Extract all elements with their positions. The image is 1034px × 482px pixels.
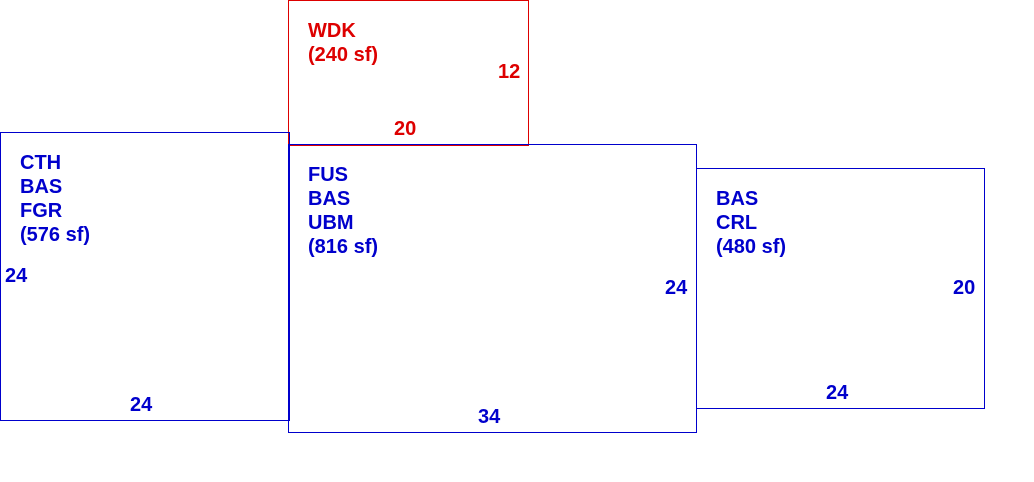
fus-label-area: (816 sf)	[308, 236, 379, 258]
fus-label: FUS BAS UBM (816 sf)	[308, 163, 378, 259]
cth-label-line-1: CTH	[20, 152, 62, 174]
wdk-area	[288, 0, 529, 146]
wdk-height-dim: 12	[498, 61, 521, 83]
fus-height-dim: 24	[665, 277, 688, 299]
wdk-label-area: (240 sf)	[308, 44, 379, 66]
fus-label-line-3: UBM	[308, 212, 354, 234]
crl-label-line-2: CRL	[716, 212, 758, 234]
wdk-label: WDK (240 sf)	[308, 19, 378, 67]
cth-height-dim: 24	[5, 265, 28, 287]
crl-label-area: (480 sf)	[716, 236, 787, 258]
crl-width-dim: 24	[826, 382, 849, 404]
cth-width-dim: 24	[130, 394, 153, 416]
fus-label-line-2: BAS	[308, 188, 351, 210]
crl-label: BAS CRL (480 sf)	[716, 187, 786, 259]
cth-area	[0, 132, 290, 421]
wdk-width-dim: 20	[394, 118, 417, 140]
fus-label-line-1: FUS	[308, 164, 348, 186]
cth-label-line-3: FGR	[20, 200, 63, 222]
cth-label-area: (576 sf)	[20, 224, 91, 246]
cth-label: CTH BAS FGR (576 sf)	[20, 151, 90, 247]
crl-height-dim: 20	[953, 277, 976, 299]
crl-label-line-1: BAS	[716, 188, 759, 210]
cth-label-line-2: BAS	[20, 176, 63, 198]
crl-area	[696, 168, 985, 409]
fus-width-dim: 34	[478, 406, 501, 428]
wdk-label-line-1: WDK	[308, 20, 356, 42]
